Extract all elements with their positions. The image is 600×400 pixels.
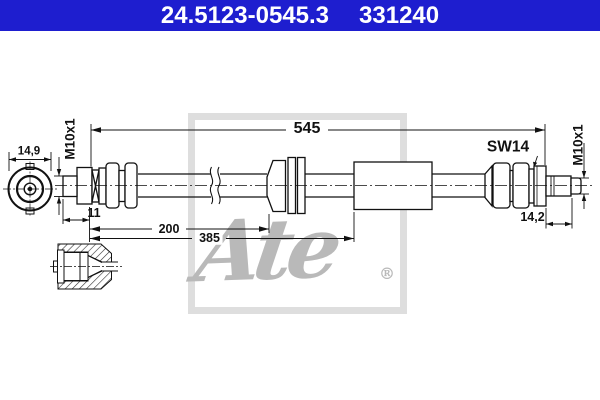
- label-left-thread: M10x1: [62, 118, 78, 160]
- dim-right-thread-length: 14,2: [520, 209, 545, 224]
- registered-trademark-mark: ®: [379, 264, 395, 283]
- label-right-thread: M10x1: [569, 124, 585, 166]
- reference-number: 331240: [359, 1, 440, 29]
- part-number: 24.5123-0545.3: [160, 1, 330, 29]
- dim-total-length: 545: [290, 121, 324, 137]
- ate-watermark-frame: [188, 113, 407, 314]
- part-header: 24.5123-0545.3 331240: [0, 0, 600, 31]
- label-hex-size: SW14: [486, 137, 530, 155]
- end-view: [3, 161, 57, 217]
- dim-left-thread-length: 11: [87, 205, 101, 220]
- fitting-section-view: [50, 243, 122, 290]
- dim-left-end-diameter: 14,9: [17, 144, 41, 157]
- dim-length-to-grommet: 200: [155, 222, 183, 235]
- side-view: [55, 156, 593, 215]
- dim-length-to-bracket: 385: [196, 232, 223, 245]
- dimension-lines: [8, 124, 589, 242]
